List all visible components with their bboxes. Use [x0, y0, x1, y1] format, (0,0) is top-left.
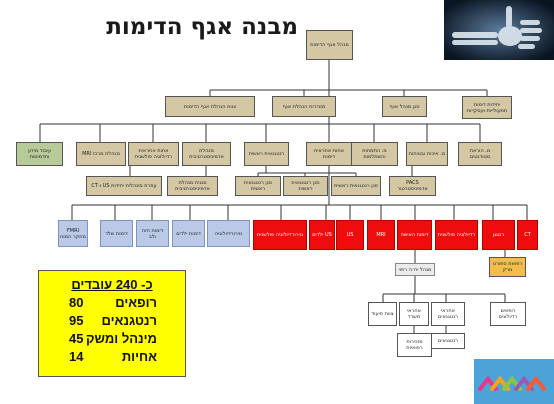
xray-hand-image — [444, 0, 554, 60]
node-deputy-radiographer-3: סגן רנטגנאית ראשית — [235, 176, 281, 196]
node-admin-manager: מנהלת אדמיניסטרטיבית — [182, 142, 231, 166]
node-sports-medicine: רפואת ספורט מרק — [489, 257, 526, 277]
node-deputy-radiographer-1: סגן רנטגנאית ראשית — [331, 176, 381, 196]
node-chief-radiographer: רנטגנאית ראשית — [244, 142, 289, 166]
node-mri-center-manager: מנהלת מרכז MRI — [76, 142, 126, 166]
unit-skeletal-imaging: דימות שלד — [100, 220, 133, 247]
unit-chest-cardiac-imaging: דימות חזה ולב — [136, 220, 169, 247]
unit-pediatric-imaging: דימות ילדים — [172, 220, 205, 247]
node-student-teaching: מ. הוראת סטודנטים — [458, 142, 502, 166]
hospital-logo — [474, 359, 554, 404]
page-title: מבנה אגף הדימות — [106, 14, 298, 40]
unit-mri: MRI — [367, 220, 395, 250]
unit-womens-imaging: דימות האישה — [397, 220, 432, 250]
node-nursing-team: צוות סיעוד — [368, 302, 397, 326]
node-data-processing: עיבוד מידע ותדמיטות — [16, 142, 63, 166]
node-residency-training: מ. התמחות והשתלמות — [351, 142, 398, 166]
unit-us-children: US ילדים — [309, 220, 335, 250]
stats-value: 95 — [69, 313, 84, 328]
stats-row-doctors: רופאים 80 — [39, 295, 185, 310]
node-unit-manager: מנהל יח׳ה רפוי — [395, 263, 435, 276]
node-radiologists: רופאים רדיולוגים — [490, 302, 526, 326]
unit-us: US — [336, 220, 364, 250]
stats-label: אחיות — [121, 349, 157, 364]
node-quality-safety: מ. איכות ובטיחות — [406, 142, 448, 166]
stats-row-nurses: אחיות 14 — [39, 349, 185, 364]
stats-value: 14 — [69, 349, 84, 364]
node-head-of-imaging: מנהל אגף הדימות — [306, 30, 353, 60]
unit-interventional-neuroradiology: נוירורדיולוגיה פולשנית — [253, 220, 307, 250]
stats-label: מינהל ומשק — [86, 331, 157, 346]
node-office-manager: אחראי משרד — [399, 302, 429, 326]
node-head-nurse-imaging: אחות אחראית דימות — [306, 142, 352, 166]
node-secretariat: מזכירות הנהלת אגף — [272, 96, 336, 117]
node-admin-assistant-us-ct: עוזרת מינהלית יחידות US ו-CT — [86, 176, 162, 196]
stats-label: רופאים — [115, 295, 157, 310]
unit-xray: רנטגן — [482, 220, 515, 250]
stats-value: 45 — [69, 331, 84, 346]
node-deputy-admin-manager: סגנית מנהלת אדמיניסטרטיבית — [167, 176, 218, 196]
node-management-team: צוות הנהלת אגף הדימות — [165, 96, 255, 117]
node-pacs-admin: PACS אדמיניסטרטור — [389, 176, 436, 196]
unit-interventional-radiology: רדיולוגיה פולשנית — [435, 220, 478, 250]
stats-label: רנטגנאים — [101, 313, 157, 328]
node-medical-secretaries: מזכירות רפואיות — [397, 333, 432, 357]
stats-value: 80 — [69, 295, 84, 310]
node-deputy-head: סגן מנהל אגף — [382, 96, 427, 117]
node-radiographers: רנטגנאים — [431, 333, 465, 349]
node-deputy-radiographer-2: סגן רנטגנאית ראשית — [283, 176, 328, 196]
stats-row-radiographers: רנטגנאים 95 — [39, 313, 185, 328]
staff-total: כ- 240 עובדים — [71, 277, 153, 292]
node-head-radiographers: אחראי רנטגנאים — [431, 302, 465, 326]
unit-fmri-research: FMRI מחקר המוח — [58, 220, 88, 247]
node-operational-units: יחידות דימות תפעולייות ועסקייות — [462, 96, 512, 119]
staff-stats-box: כ- 240 עובדים רופאים 80 רנטגנאים 95 מינהל … — [38, 270, 186, 377]
node-head-nurse-ir: אחות אחראית רדיולוגיה פולשנית — [128, 142, 179, 166]
unit-ct: CT — [517, 220, 538, 250]
unit-neuroradiology: נוירורדיולוגיה — [207, 220, 250, 247]
